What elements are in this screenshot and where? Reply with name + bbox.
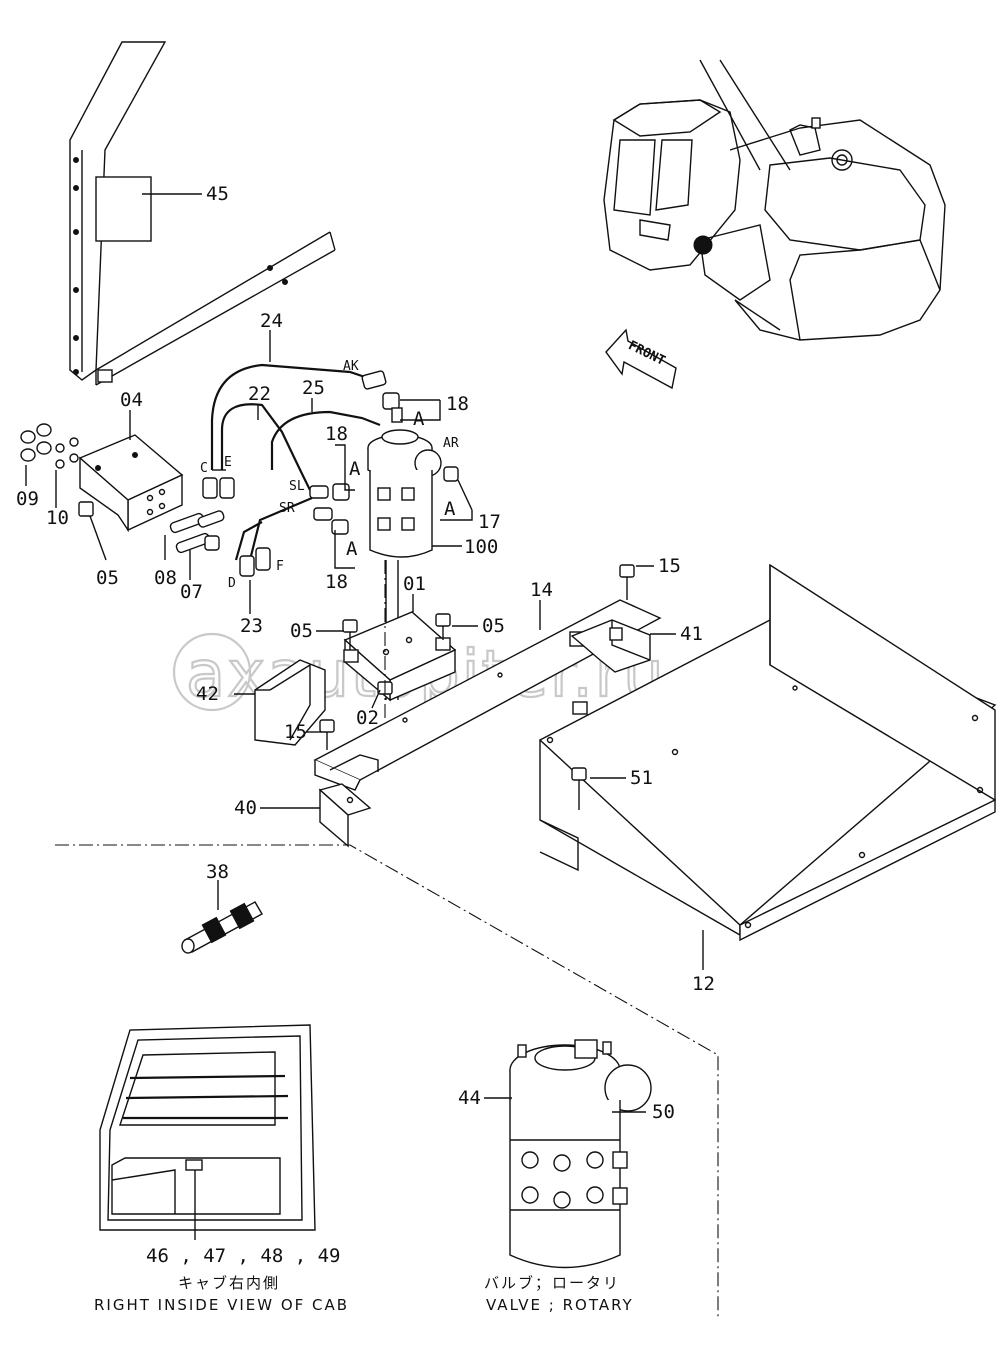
rotary-valve-detail [509, 1039, 652, 1269]
label-38: 38 [206, 861, 229, 883]
front-arrow: FRONT [605, 328, 677, 390]
bracket-42 [254, 659, 335, 750]
label-14: 14 [530, 579, 553, 601]
label-18a: 18 [446, 393, 469, 415]
port-e: E [224, 455, 232, 470]
label-45: 45 [206, 183, 229, 205]
cab-caption-jp: キャブ右内側 [178, 1274, 280, 1292]
cab-inside-view [99, 1024, 316, 1231]
label-12: 12 [692, 973, 715, 995]
bracket-41 [570, 619, 651, 673]
port-a-1: A [413, 408, 425, 430]
fittings-07-08 [169, 510, 225, 554]
port-d: D [228, 576, 236, 591]
label-51: 51 [630, 767, 653, 789]
port-a-3: A [444, 498, 456, 520]
label-100: 100 [464, 536, 498, 558]
captions: キャブ右内側 RIGHT INSIDE VIEW OF CAB バルブ；ロータリ… [94, 1274, 634, 1314]
port-ar: AR [443, 436, 459, 451]
label-15a: 15 [658, 555, 681, 577]
port-sl: SL [289, 479, 305, 494]
label-18c: 18 [325, 571, 348, 593]
port-f: F [276, 559, 284, 574]
port-a-2: A [349, 458, 361, 480]
leader-lines [25, 193, 704, 1240]
label-08: 08 [154, 567, 177, 589]
label-42: 42 [196, 683, 219, 705]
part-38-sleeve [181, 901, 263, 954]
valve-caption-en: VALVE ; ROTARY [486, 1296, 634, 1314]
hoses [202, 363, 400, 577]
label-50: 50 [652, 1101, 675, 1123]
label-22: 22 [248, 383, 271, 405]
label-02: 02 [356, 707, 379, 729]
label-18b: 18 [325, 423, 348, 445]
label-05b: 05 [290, 620, 313, 642]
label-41: 41 [680, 623, 703, 645]
front-label: FRONT [626, 338, 668, 369]
rotary-valve-assembly [367, 407, 459, 700]
label-40: 40 [234, 797, 257, 819]
label-24: 24 [260, 310, 283, 332]
label-01: 01 [403, 573, 426, 595]
label-15b: 15 [284, 721, 307, 743]
mounting-plate-01 [342, 611, 457, 702]
cab-caption-en: RIGHT INSIDE VIEW OF CAB [94, 1296, 349, 1314]
label-17: 17 [478, 511, 501, 533]
label-44: 44 [458, 1087, 481, 1109]
label-10: 10 [46, 507, 69, 529]
port-a-4: A [346, 538, 358, 560]
reference-lines [55, 560, 719, 1320]
port-labels: AK AR C E SL SR D F A A A A [200, 359, 459, 591]
bracket-04 [20, 423, 184, 533]
bracket-40 [318, 783, 372, 848]
label-05a: 05 [96, 567, 119, 589]
label-23: 23 [240, 615, 263, 637]
valve-caption-jp: バルブ；ロータリ [484, 1274, 620, 1292]
label-07: 07 [180, 581, 203, 603]
label-46-49: 46 , 47 , 48 , 49 [146, 1245, 340, 1267]
port-sr: SR [279, 501, 295, 516]
part-labels: 45 24 22 25 04 18 18 09 10 05 08 07 17 1… [16, 183, 715, 1267]
label-05c: 05 [482, 615, 505, 637]
port-ak: AK [343, 359, 359, 374]
label-04: 04 [120, 389, 143, 411]
excavator-overview [603, 59, 946, 341]
label-25: 25 [302, 377, 325, 399]
port-c: C [200, 461, 208, 476]
support-14 [313, 564, 662, 791]
label-09: 09 [16, 488, 39, 510]
tray-12 [538, 563, 997, 942]
cab-side-panel [69, 41, 336, 386]
